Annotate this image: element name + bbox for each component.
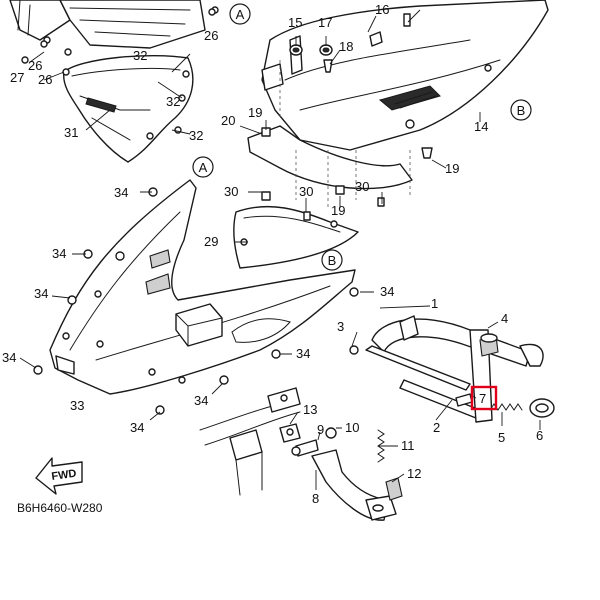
callout-5: 5 xyxy=(498,430,505,445)
svg-text:B: B xyxy=(517,103,526,118)
callout-30c: 30 xyxy=(355,179,369,194)
part-9-bolt xyxy=(291,439,319,457)
callout-13: 13 xyxy=(303,402,317,417)
callout-12: 12 xyxy=(407,466,421,481)
callout-2: 2 xyxy=(433,420,440,435)
callout-34b: 34 xyxy=(52,246,66,261)
highlight-box-part-7 xyxy=(470,385,498,411)
part-10-nut xyxy=(325,427,337,439)
frame-section xyxy=(199,387,301,496)
part-31-side-cover xyxy=(63,54,194,163)
reference-marker-b-mid: B xyxy=(321,249,343,271)
reference-marker-a-mid: A xyxy=(192,156,214,178)
callout-26c: 26 xyxy=(204,28,218,43)
svg-text:A: A xyxy=(236,7,245,22)
callout-20: 20 xyxy=(221,113,235,128)
part-1-center-stand xyxy=(365,315,544,423)
callout-1: 1 xyxy=(431,296,438,311)
callout-34g: 34 xyxy=(296,346,310,361)
svg-text:A: A xyxy=(199,160,208,175)
callout-30b: 30 xyxy=(299,184,313,199)
part-29-side-cover xyxy=(233,205,359,269)
part-6-collar xyxy=(529,398,555,418)
callout-19c: 19 xyxy=(331,203,345,218)
part-4-bumper xyxy=(479,333,499,357)
callout-19a: 19 xyxy=(248,105,262,120)
callout-labels: 1 2 3 4 5 6 7 8 9 10 11 12 13 14 15 16 1… xyxy=(2,2,543,506)
assembly-dash-lines xyxy=(279,60,411,210)
callout-6: 6 xyxy=(536,428,543,443)
callout-32a: 32 xyxy=(133,48,147,63)
callout-30a: 30 xyxy=(224,184,238,199)
callout-34e: 34 xyxy=(130,420,144,435)
part-12-collar xyxy=(385,477,403,501)
callout-10: 10 xyxy=(345,420,359,435)
svg-text:B: B xyxy=(328,253,337,268)
callout-31: 31 xyxy=(64,125,78,140)
part-14-floor-panel xyxy=(261,0,549,151)
callout-34h: 34 xyxy=(380,284,394,299)
callout-18: 18 xyxy=(339,39,353,54)
callout-26a: 26 xyxy=(28,58,42,73)
callout-9: 9 xyxy=(317,422,324,437)
part-8-side-stand xyxy=(311,449,397,521)
callout-32c: 32 xyxy=(189,128,203,143)
callout-29: 29 xyxy=(204,234,218,249)
callout-15: 15 xyxy=(288,15,302,30)
part-3-nut xyxy=(349,345,359,355)
fwd-arrow: FWD xyxy=(35,457,83,495)
callout-3: 3 xyxy=(337,319,344,334)
callout-11: 11 xyxy=(401,438,415,453)
fasteners xyxy=(33,8,433,415)
callout-33: 33 xyxy=(70,398,84,413)
svg-text:FWD: FWD xyxy=(51,468,78,483)
callout-32b: 32 xyxy=(166,94,180,109)
part-13-switch xyxy=(279,423,301,443)
callout-26b: 26 xyxy=(38,72,52,87)
callout-4: 4 xyxy=(501,311,508,326)
callout-34a: 34 xyxy=(114,185,128,200)
part-33-underbody-cover xyxy=(49,179,356,395)
callout-17: 17 xyxy=(318,15,332,30)
part-7-pin xyxy=(455,393,473,407)
callout-34c: 34 xyxy=(34,286,48,301)
reference-marker-b-right: B xyxy=(510,99,532,121)
callout-8: 8 xyxy=(312,491,319,506)
callout-34d: 34 xyxy=(2,350,16,365)
callout-34f: 34 xyxy=(194,393,208,408)
callout-19b: 19 xyxy=(445,161,459,176)
callout-16: 16 xyxy=(375,2,389,17)
reference-marker-a-top: A xyxy=(229,3,251,25)
callout-14: 14 xyxy=(474,119,488,134)
callout-27: 27 xyxy=(10,70,24,85)
leader-lines xyxy=(19,9,541,490)
callout-7: 7 xyxy=(479,391,486,406)
diagram-code: B6H6460-W280 xyxy=(17,501,103,515)
